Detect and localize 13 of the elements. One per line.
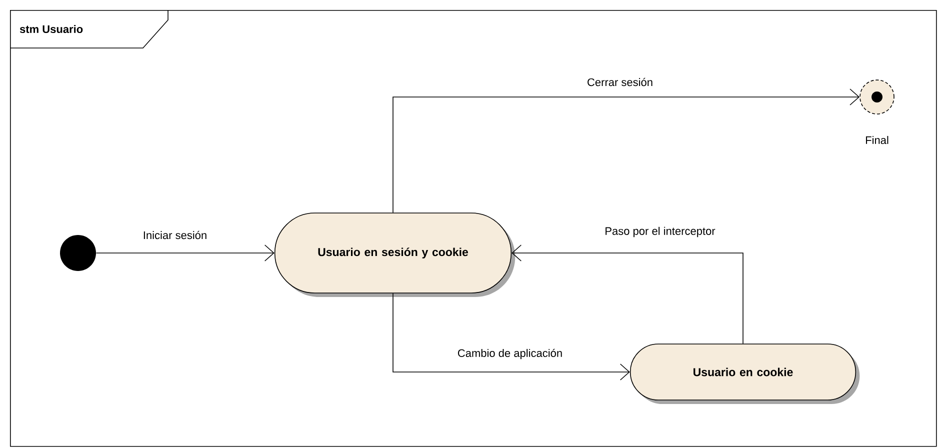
arrow bbox=[392, 88, 860, 213]
initial-state bbox=[60, 235, 96, 271]
edge-label: Paso por el interceptor bbox=[606, 226, 716, 238]
arrow bbox=[96, 244, 274, 262]
state-label: Final bbox=[866, 136, 888, 144]
state-box: Usuario en cookie bbox=[630, 344, 860, 404]
arrow bbox=[512, 244, 744, 344]
arrow bbox=[392, 293, 630, 380]
state-box: Usuario en sesión y cookie bbox=[274, 212, 516, 297]
edge-label: Cambio de aplicación bbox=[458, 348, 562, 360]
edge-label: Cerrar sesión bbox=[588, 78, 652, 86]
edge-label: Iniciar sesión bbox=[144, 230, 206, 240]
final-state bbox=[860, 80, 894, 114]
